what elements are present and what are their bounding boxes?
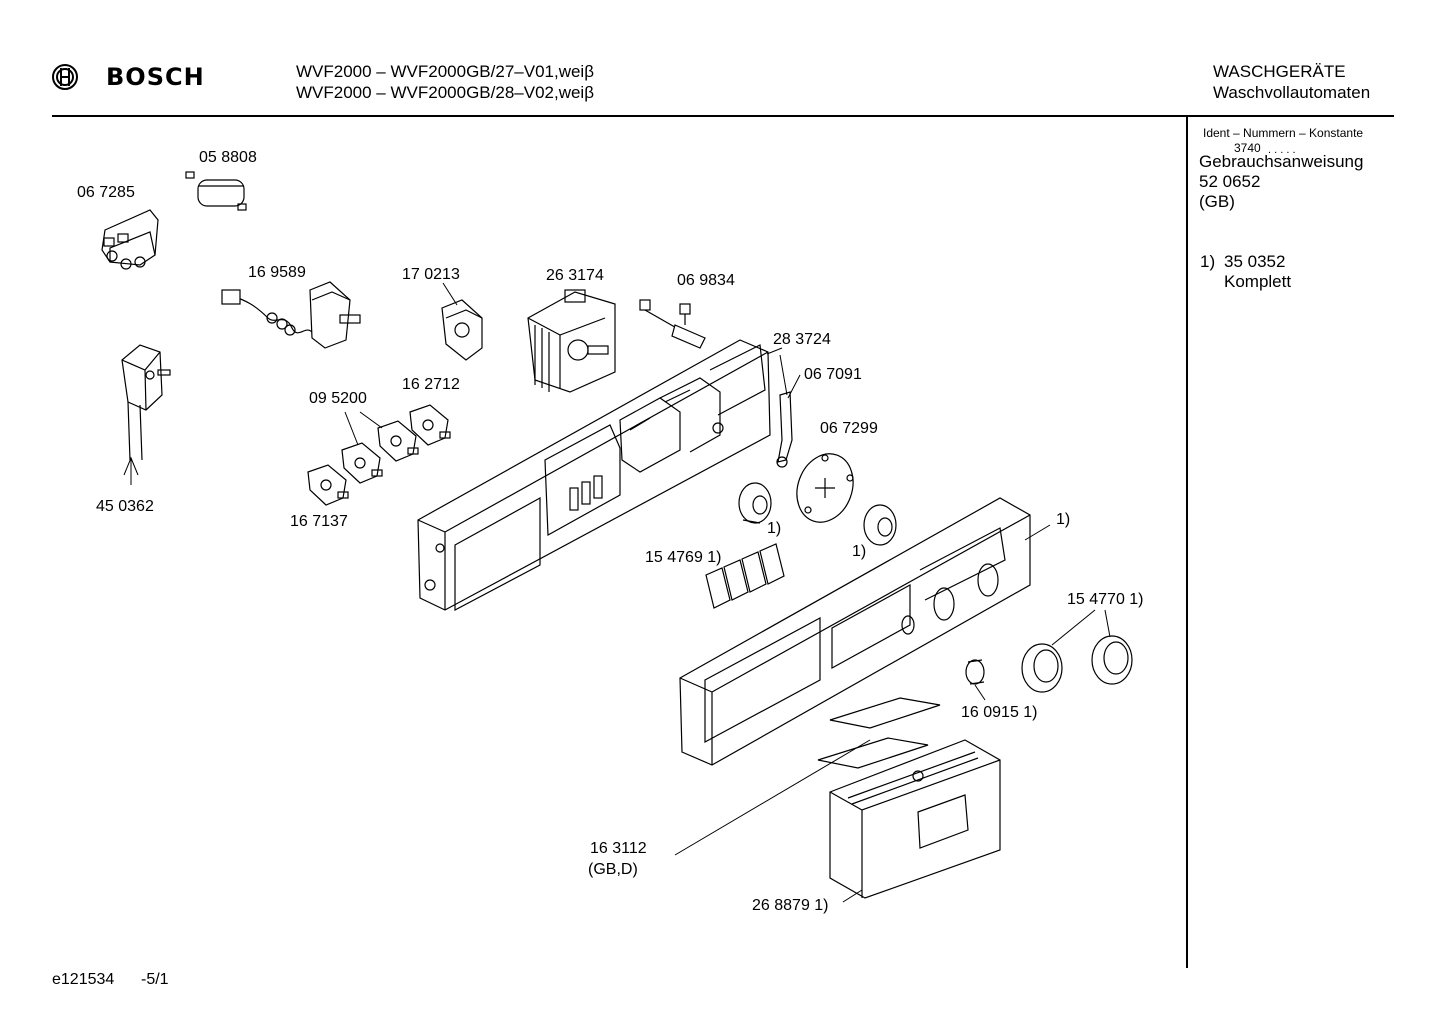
control-panel-part bbox=[679, 497, 1031, 766]
category-subtitle: Waschvollautomaten bbox=[1213, 83, 1371, 102]
part-label-16-0915: 16 0915 1) bbox=[961, 704, 1038, 721]
bracket-part bbox=[776, 391, 793, 468]
part-label-09-5200: 09 5200 bbox=[309, 390, 367, 407]
part-label-16-7137: 16 7137 bbox=[290, 513, 348, 530]
leader-15-4770-b bbox=[1104, 609, 1111, 638]
note-number: 35 0352 bbox=[1224, 252, 1286, 271]
mains-plug-part bbox=[121, 344, 171, 461]
connector-block-part bbox=[101, 209, 159, 270]
note-marker: 1) bbox=[1200, 252, 1216, 271]
part-label-06-7285: 06 7285 bbox=[77, 184, 135, 201]
page-number: -5/1 bbox=[141, 971, 169, 988]
model-line-2: WVF2000 – WVF2000GB/28–V02,weiβ bbox=[296, 83, 594, 102]
leader-16-0915 bbox=[974, 684, 986, 701]
leader-16-3112 bbox=[674, 739, 871, 856]
leader-28-3724-b bbox=[779, 354, 788, 396]
cable-plug-part bbox=[639, 299, 706, 349]
manual-number: 52 0652 bbox=[1199, 172, 1261, 191]
part-label-06-7299: 06 7299 bbox=[820, 420, 878, 437]
manual-lang: (GB) bbox=[1199, 192, 1235, 211]
switch-module-b bbox=[377, 420, 419, 462]
ident-label: Ident – Nummern – Konstante bbox=[1203, 126, 1364, 140]
leader-06-7091 bbox=[787, 374, 801, 399]
note-text: Komplett bbox=[1224, 272, 1292, 291]
part-label-28-3724: 28 3724 bbox=[773, 331, 831, 348]
brand-name: BOSCH bbox=[106, 63, 205, 91]
arrow-head bbox=[123, 456, 139, 476]
part-label-16-9589: 16 9589 bbox=[248, 264, 306, 281]
part-label-gb-d: (GB,D) bbox=[588, 861, 638, 878]
switch-module-a bbox=[409, 404, 451, 446]
leader-28-3724-a bbox=[766, 347, 783, 355]
leader-09-5200-b bbox=[359, 411, 383, 429]
knob-right bbox=[1091, 635, 1133, 685]
part-label-05-8808: 05 8808 bbox=[199, 149, 257, 166]
ident-dots: . . . . . bbox=[1268, 144, 1296, 156]
part-label-06-9834: 06 9834 bbox=[677, 272, 735, 289]
capacitor-part bbox=[185, 171, 247, 211]
part-label-17-0213: 17 0213 bbox=[402, 266, 460, 283]
panel-strip-part bbox=[817, 697, 941, 769]
leader-17-0213 bbox=[442, 282, 458, 306]
leader-15-4770-a bbox=[1051, 609, 1096, 646]
dial-adapter-right bbox=[863, 504, 897, 546]
bosch-armature-icon bbox=[52, 64, 78, 90]
knob-left bbox=[1021, 643, 1063, 693]
knob-insert-part bbox=[965, 659, 985, 685]
dial-plate-part bbox=[796, 453, 854, 523]
part-label-1-dial-right: 1) bbox=[852, 543, 867, 560]
leader-1-panel bbox=[1024, 524, 1051, 541]
control-frame-part bbox=[417, 339, 771, 611]
part-label-15-4769: 15 4769 1) bbox=[645, 549, 722, 566]
part-label-26-8879: 26 8879 1) bbox=[752, 897, 829, 914]
leader-26-8879 bbox=[842, 889, 863, 903]
ident-value: 3740 bbox=[1234, 141, 1261, 155]
programmer-part bbox=[527, 289, 616, 393]
thermostat-part bbox=[221, 281, 361, 349]
bosch-logo bbox=[50, 62, 80, 92]
part-label-45-0362: 45 0362 bbox=[96, 498, 154, 515]
switch-module-c bbox=[341, 442, 383, 484]
push-buttons-part bbox=[705, 543, 785, 609]
part-label-06-7091: 06 7091 bbox=[804, 366, 862, 383]
dial-adapter-left bbox=[738, 482, 772, 524]
part-label-26-3174: 26 3174 bbox=[546, 267, 604, 284]
category-title: WASCHGERÄTE bbox=[1213, 62, 1346, 81]
part-label-16-2712: 16 2712 bbox=[402, 376, 460, 393]
part-label-1-panel: 1) bbox=[1056, 511, 1071, 528]
part-label-15-4770: 15 4770 1) bbox=[1067, 591, 1144, 608]
diagram-code: e121534 bbox=[52, 971, 115, 988]
manual-label: Gebrauchsanweisung bbox=[1199, 152, 1364, 171]
part-label-16-3112: 16 3112 bbox=[590, 840, 647, 857]
dispenser-handle-part bbox=[829, 739, 1001, 899]
model-line-1: WVF2000 – WVF2000GB/27–V01,weiβ bbox=[296, 62, 594, 81]
leader-09-5200-a bbox=[344, 411, 359, 446]
part-label-1-dial-left: 1) bbox=[767, 520, 782, 537]
switch-module-d bbox=[307, 464, 349, 506]
switch-part-17 bbox=[441, 299, 483, 361]
